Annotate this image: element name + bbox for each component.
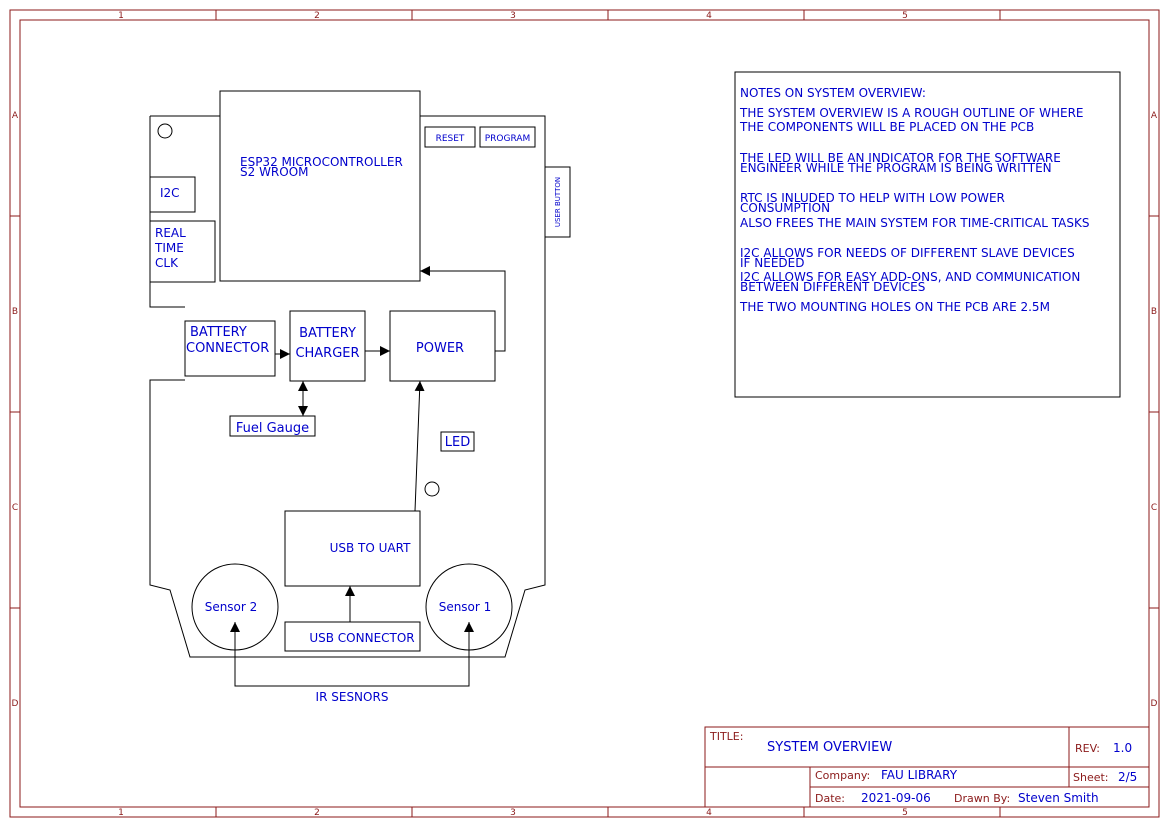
drawn-by-label: Drawn By: <box>954 792 1010 805</box>
sensor-1-label: Sensor 1 <box>439 600 492 614</box>
sensor-2-label: Sensor 2 <box>205 600 258 614</box>
drawn-by-value: Steven Smith <box>1018 791 1099 805</box>
program-button-block: PROGRAM <box>479 126 536 148</box>
date-value: 2021-09-06 <box>861 791 931 805</box>
column-label-1-bottom: 1 <box>118 808 124 818</box>
battery-connector-label-line1: BATTERY <box>190 325 247 340</box>
notes-line: CONSUMPTION <box>740 201 830 215</box>
title-block: TITLE: SYSTEM OVERVIEW REV: 1.0 Company:… <box>704 726 1150 808</box>
company-label: Company: <box>815 769 870 782</box>
notes-line: BETWEEN DIFFERENT DEVICES <box>740 280 925 294</box>
mounting-hole-bottom <box>424 481 440 497</box>
rtc-label-line3: CLK <box>155 256 179 270</box>
row-label-a: A <box>12 111 19 121</box>
row-label-b-right: B <box>1151 307 1157 317</box>
sheet-value: 2/5 <box>1118 770 1137 784</box>
row-label-a-right: A <box>1151 111 1158 121</box>
battery-connector-block: BATTERY CONNECTOR <box>184 320 276 377</box>
company-value: FAU LIBRARY <box>881 768 958 782</box>
reset-button-block: RESET <box>424 126 476 148</box>
usb-to-uart-label: USB TO UART <box>330 541 411 555</box>
notes-line: ENGINEER WHILE THE PROGRAM IS BEING WRIT… <box>740 161 1052 175</box>
notes-line: RTC IS INLUDED TO HELP WITH LOW POWER <box>740 191 1005 205</box>
usb-to-uart-block: USB TO UART <box>284 510 421 587</box>
pcb-outline <box>149 115 546 658</box>
notes-line: THE LED WILL BE AN INDICATOR FOR THE SOF… <box>739 151 1061 165</box>
column-label-3-bottom: 3 <box>510 808 516 818</box>
notes-panel: NOTES ON SYSTEM OVERVIEW: THE SYSTEM OVE… <box>734 71 1121 398</box>
notes-line: I2C ALLOWS FOR EASY ADD-ONS, AND COMMUNI… <box>740 270 1080 284</box>
program-label: PROGRAM <box>485 134 531 144</box>
i2c-label: I2C <box>160 186 180 200</box>
ir-sensors-label: IR SESNORS <box>316 690 389 704</box>
esp32-label: ESP32 MICROCONTROLLER <box>240 155 403 169</box>
ir-sensor-link <box>230 622 474 687</box>
rev-label: REV: <box>1075 742 1100 755</box>
drawing-frame: 1 2 3 4 5 1 2 3 4 5 A B C D A B C D <box>9 9 1160 818</box>
rtc-label-line1: REAL <box>155 226 186 240</box>
notes-title: NOTES ON SYSTEM OVERVIEW: <box>740 86 926 100</box>
mounting-hole-top-left <box>157 123 173 139</box>
notes-line: IF NEEDED <box>740 256 804 270</box>
row-label-d-right: D <box>1151 699 1158 709</box>
notes-line: THE COMPONENTS WILL BE PLACED ON THE PCB <box>739 120 1034 134</box>
rtc-label-line2: TIME <box>154 241 184 255</box>
battery-charger-label-line2: CHARGER <box>295 346 359 361</box>
row-label-c: C <box>12 503 18 513</box>
column-label-2-bottom: 2 <box>314 808 320 818</box>
row-label-b: B <box>12 307 18 317</box>
notes-line: ALSO FREES THE MAIN SYSTEM FOR TIME-CRIT… <box>740 216 1089 230</box>
sheet-title: SYSTEM OVERVIEW <box>767 740 892 755</box>
sheet-label: Sheet: <box>1073 771 1109 784</box>
fuel-gauge-block: Fuel Gauge <box>229 415 316 437</box>
led-block: LED <box>440 431 475 452</box>
user-button-block: USER BUTTON <box>544 166 571 238</box>
column-label-5: 5 <box>902 11 908 21</box>
rev-value: 1.0 <box>1113 741 1132 755</box>
esp32-sublabel: S2 WROOM <box>240 165 309 179</box>
reset-label: RESET <box>436 134 465 144</box>
column-label-2: 2 <box>314 11 320 21</box>
notes-line: THE SYSTEM OVERVIEW IS A ROUGH OUTLINE O… <box>739 106 1084 120</box>
esp32-block: ESP32 MICROCONTROLLER S2 WROOM <box>219 90 421 282</box>
row-label-c-right: C <box>1151 503 1157 513</box>
power-block: POWER <box>389 310 496 382</box>
user-button-label: USER BUTTON <box>554 177 562 227</box>
column-label-5-bottom: 5 <box>902 808 908 818</box>
column-label-1: 1 <box>118 11 124 21</box>
power-label: POWER <box>416 341 464 356</box>
battery-charger-block: BATTERY CHARGER <box>289 310 366 382</box>
connection-arrows <box>275 266 506 622</box>
i2c-block: I2C <box>149 176 196 213</box>
title-label: TITLE: <box>709 730 743 743</box>
column-label-4: 4 <box>706 11 712 21</box>
rtc-block: REAL TIME CLK <box>149 220 216 283</box>
fuel-gauge-label: Fuel Gauge <box>236 421 309 436</box>
date-label: Date: <box>815 792 845 805</box>
column-label-3: 3 <box>510 11 516 21</box>
usb-connector-block: USB CONNECTOR <box>284 621 421 652</box>
column-label-4-bottom: 4 <box>706 808 712 818</box>
battery-charger-label-line1: BATTERY <box>299 326 356 341</box>
battery-connector-label-line2: CONNECTOR <box>186 341 269 356</box>
notes-line: I2C ALLOWS FOR NEEDS OF DIFFERENT SLAVE … <box>740 246 1075 260</box>
row-label-d: D <box>12 699 19 709</box>
usb-connector-label: USB CONNECTOR <box>309 631 414 645</box>
notes-line: THE TWO MOUNTING HOLES ON THE PCB ARE 2.… <box>739 300 1050 314</box>
led-label: LED <box>445 435 470 450</box>
